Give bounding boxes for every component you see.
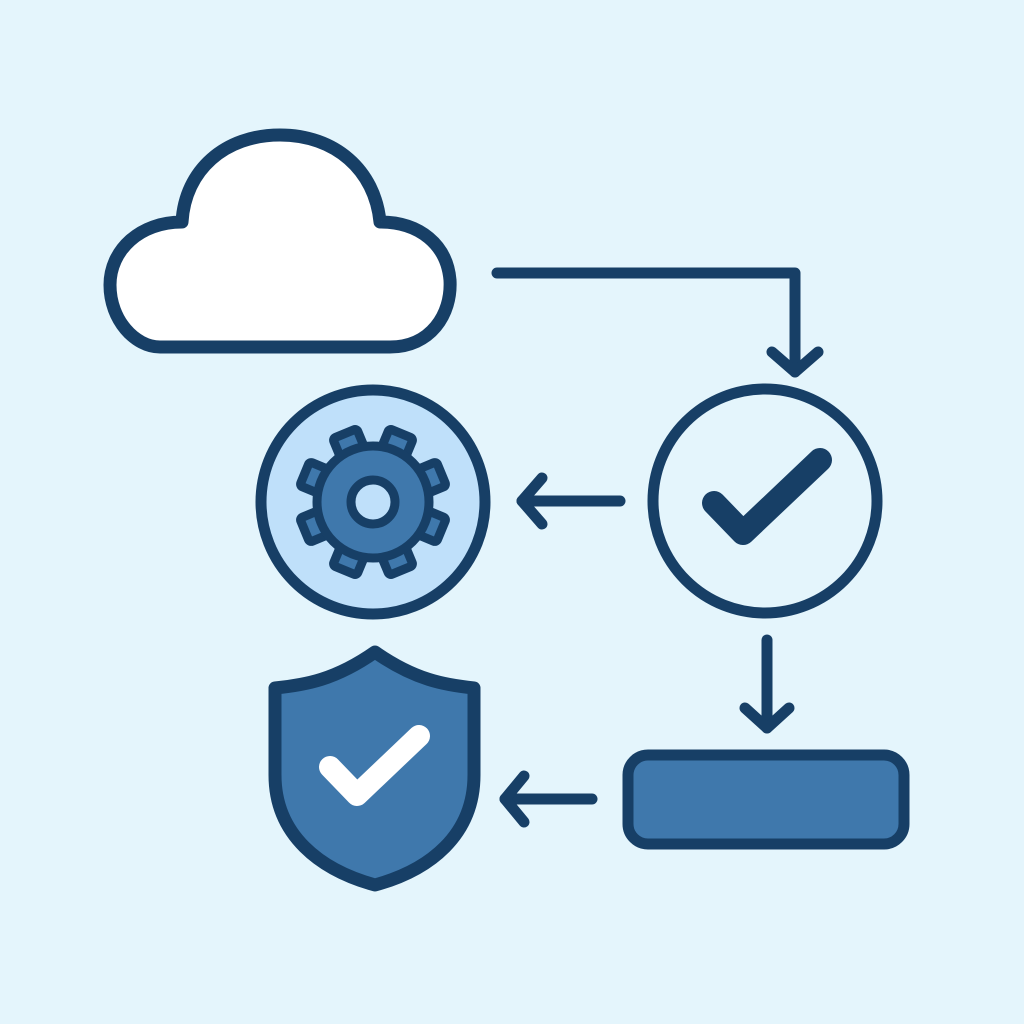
rectangle-bar xyxy=(622,749,910,850)
arrow-bar-to-security xyxy=(499,770,598,828)
arrow-verify-to-bar xyxy=(739,634,795,734)
cloud-icon xyxy=(103,128,457,354)
checkmark-circle-icon xyxy=(647,383,883,619)
arrow-cloud-to-verify xyxy=(491,267,824,378)
gear-icon xyxy=(255,384,491,620)
shield-check-icon xyxy=(268,645,481,892)
arrow-verify-to-settings xyxy=(516,472,626,530)
